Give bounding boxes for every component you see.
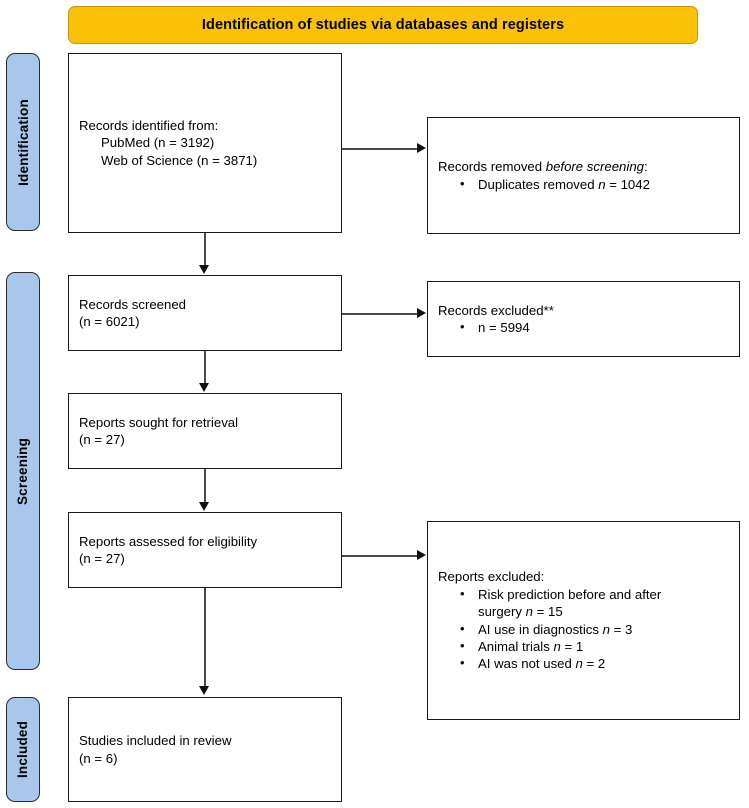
studies-included-line-1: Studies included in review: [79, 733, 232, 749]
connector-sought-to-assessed: [204, 469, 206, 503]
phase-tab-identification-label: Identification: [15, 98, 31, 186]
reports-excluded-bullet-3-n: n: [553, 638, 561, 654]
reports-excluded-bullet-2-part-a: AI use in diagnostics: [478, 621, 603, 637]
records-identified-line-1: Records identified from:: [79, 117, 219, 133]
reports-excluded-bullet-4: AI was not used n = 2: [460, 654, 729, 672]
records-removed-heading-emphasis: before screening: [545, 159, 644, 175]
phase-tab-screening: Screening: [6, 272, 40, 670]
reports-sought-line-2: (n = 27): [79, 432, 125, 447]
arrow-assessed-to-reports-excluded: [417, 550, 426, 560]
box-reports-excluded: Reports excluded: Risk prediction before…: [427, 521, 740, 720]
reports-excluded-bullet-list: Risk prediction before and after surgery…: [438, 585, 729, 673]
phase-banner-identification: Identification of studies via databases …: [68, 6, 698, 44]
reports-excluded-bullet-3-part-c: = 1: [560, 638, 584, 654]
records-removed-heading-part-a: Records removed: [438, 159, 546, 175]
box-records-identified: Records identified from: PubMed (n = 319…: [68, 53, 342, 233]
box-records-excluded: Records excluded** n = 5994: [427, 281, 740, 357]
connector-assessed-to-included: [204, 588, 206, 687]
reports-assessed-line-1: Reports assessed for eligibility: [79, 533, 258, 549]
reports-excluded-bullet-4-part-c: = 2: [582, 656, 606, 672]
studies-included-line-2: (n = 6): [79, 750, 118, 766]
records-excluded-bullet-list: n = 5994: [438, 318, 729, 336]
reports-excluded-bullet-1: Risk prediction before and after surgery…: [460, 585, 690, 621]
phase-tab-identification: Identification: [6, 53, 40, 231]
records-removed-bullet-1-n: n: [598, 176, 606, 192]
box-studies-included: Studies included in review (n = 6): [68, 697, 342, 802]
reports-excluded-bullet-4-part-a: AI was not used: [478, 656, 576, 672]
records-removed-bullet-1-part-c: = 1042: [605, 176, 650, 192]
connector-screened-to-sought: [204, 351, 206, 384]
connector-assessed-to-reports-excluded: [342, 555, 418, 557]
arrow-identified-to-screened: [199, 265, 209, 274]
records-removed-bullet-1-part-a: Duplicates removed: [478, 176, 599, 192]
reports-excluded-bullet-2-n: n: [602, 621, 610, 637]
connector-identified-to-screened: [204, 233, 206, 266]
reports-excluded-bullet-4-n: n: [575, 656, 583, 672]
connector-identified-to-removed: [342, 148, 418, 150]
reports-excluded-bullet-3-part-a: Animal trials: [478, 638, 554, 654]
box-reports-sought: Reports sought for retrieval (n = 27): [68, 393, 342, 469]
records-excluded-heading: Records excluded**: [438, 302, 554, 318]
reports-excluded-bullet-2: AI use in diagnostics n = 3: [460, 619, 729, 638]
records-identified-line-2: PubMed (n = 3192): [101, 135, 215, 151]
records-removed-bullet-1: Duplicates removed n = 1042: [460, 174, 729, 193]
reports-excluded-bullet-1-part-c: = 15: [532, 604, 563, 620]
arrow-screened-to-excluded: [417, 308, 426, 318]
phase-tab-included-label: Included: [15, 720, 31, 779]
arrow-identified-to-removed: [417, 143, 426, 153]
box-records-removed: Records removed before screening: Duplic…: [427, 117, 740, 234]
box-reports-assessed: Reports assessed for eligibility (n = 27…: [68, 512, 342, 588]
phase-tab-included: Included: [6, 697, 40, 802]
records-removed-heading-part-c: :: [644, 159, 648, 175]
records-identified-line-3: Web of Science (n = 3871): [101, 152, 258, 168]
reports-excluded-bullet-2-part-c: = 3: [609, 621, 633, 637]
reports-assessed-line-2: (n = 27): [79, 551, 125, 566]
records-screened-line-2: (n = 6021): [79, 314, 140, 329]
reports-sought-line-1: Reports sought for retrieval: [79, 414, 239, 430]
records-excluded-bullet-1: n = 5994: [460, 318, 729, 336]
phase-tab-screening-label: Screening: [15, 437, 31, 505]
reports-excluded-bullet-1-n: n: [525, 604, 533, 620]
records-removed-bullet-list: Duplicates removed n = 1042: [438, 174, 729, 193]
reports-excluded-bullet-3: Animal trials n = 1: [460, 637, 729, 655]
arrow-assessed-to-included: [199, 686, 209, 695]
box-records-screened: Records screened (n = 6021): [68, 275, 342, 351]
connector-screened-to-excluded: [342, 313, 418, 315]
reports-excluded-heading: Reports excluded:: [438, 569, 545, 585]
reports-excluded-bullet-1-part-a: Risk prediction before and after surgery: [478, 586, 662, 620]
arrow-screened-to-sought: [199, 383, 209, 392]
records-removed-heading: Records removed before screening:: [438, 158, 729, 175]
arrow-sought-to-assessed: [199, 502, 209, 511]
records-screened-line-1: Records screened: [79, 296, 187, 312]
